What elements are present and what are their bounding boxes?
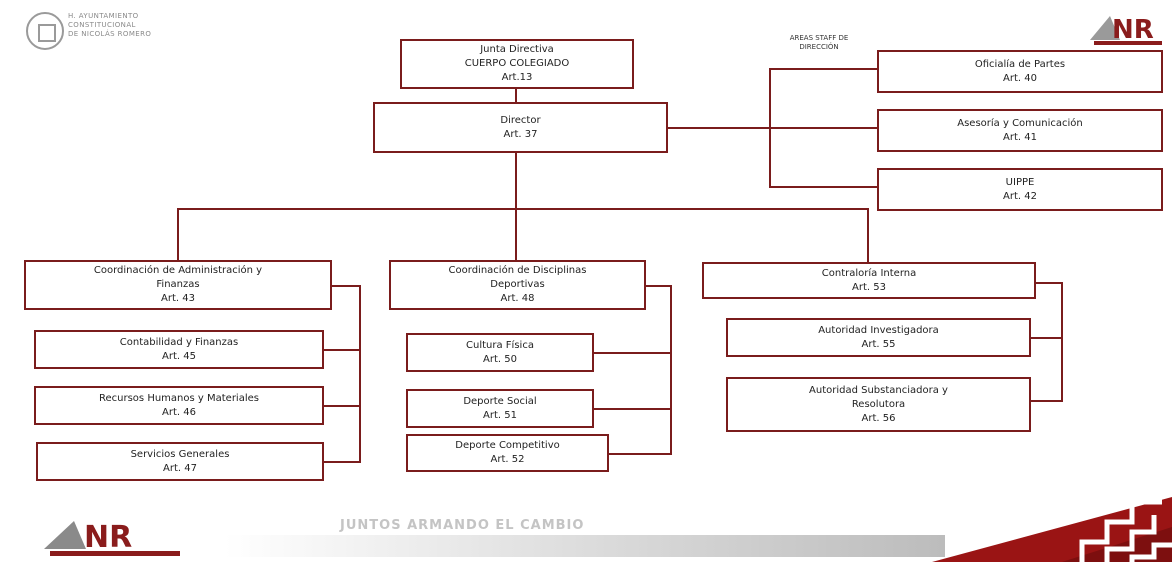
connector-asesoria <box>769 127 877 129</box>
municipal-seal-icon <box>26 12 64 50</box>
municipal-logo: H. AYUNTAMIENTO CONSTITUCIONAL DE NICOLÁ… <box>22 8 197 50</box>
box-recursos-humanos: Recursos Humanos y Materiales Art. 46 <box>34 386 324 425</box>
bracket-deportes-vertical <box>670 285 672 455</box>
svg-text:NR: NR <box>84 520 132 555</box>
box-cultura-fisica: Cultura Física Art. 50 <box>406 333 594 372</box>
box-oficialia-partes: Oficialía de Partes Art. 40 <box>877 50 1163 93</box>
connector-uippe <box>769 186 877 188</box>
bracket-admin-vertical <box>359 285 361 463</box>
bracket-contraloria-vertical <box>1061 282 1063 402</box>
brand-logo-top: NR <box>1090 15 1162 45</box>
box-junta-directiva: Junta Directiva CUERPO COLEGIADO Art.13 <box>400 39 634 89</box>
connector-director-staff <box>668 127 771 129</box>
bracket-contraloria-investigadora <box>1030 337 1063 339</box>
staff-areas-label: AREAS STAFF DE DIRECCIÓN <box>789 34 849 51</box>
bracket-admin-recursos <box>323 405 361 407</box>
box-asesoria-comunicacion: Asesoría y Comunicación Art. 41 <box>877 109 1163 152</box>
connector-oficialia <box>769 68 877 70</box>
bracket-contraloria-substanciadora <box>1030 400 1063 402</box>
bracket-admin-top <box>331 285 361 287</box>
box-contraloria-interna: Contraloría Interna Art. 53 <box>702 262 1036 299</box>
connector-coord-admin <box>177 208 179 262</box>
box-director: Director Art. 37 <box>373 102 668 153</box>
box-deporte-social: Deporte Social Art. 51 <box>406 389 594 428</box>
bracket-admin-contabilidad <box>323 349 361 351</box>
connector-horizontal-bus <box>177 208 869 210</box>
box-coord-deportes: Coordinación de Disciplinas Deportivas A… <box>389 260 646 310</box>
brand-logo-bottom: NR <box>44 520 180 556</box>
box-servicios-generales: Servicios Generales Art. 47 <box>36 442 324 481</box>
municipal-name: H. AYUNTAMIENTO CONSTITUCIONAL DE NICOLÁ… <box>68 12 152 38</box>
box-uippe: UIPPE Art. 42 <box>877 168 1163 211</box>
bracket-contraloria-top <box>1035 282 1063 284</box>
bracket-deportes-competitivo <box>608 453 672 455</box>
box-autoridad-substanciadora: Autoridad Substanciadora y Resolutora Ar… <box>726 377 1031 432</box>
box-coord-administracion: Coordinación de Administración y Finanza… <box>24 260 332 310</box>
footer-slogan: JUNTOS ARMANDO EL CAMBIO <box>340 518 585 533</box>
connector-director-down <box>515 152 517 210</box>
connector-contraloria <box>867 208 869 262</box>
bracket-admin-servicios <box>323 461 361 463</box>
decorative-red-pattern <box>932 497 1172 562</box>
box-autoridad-investigadora: Autoridad Investigadora Art. 55 <box>726 318 1031 357</box>
box-contabilidad-finanzas: Contabilidad y Finanzas Art. 45 <box>34 330 324 369</box>
bracket-deportes-top <box>645 285 672 287</box>
box-deporte-competitivo: Deporte Competitivo Art. 52 <box>406 434 609 472</box>
bracket-deportes-cultura <box>593 352 672 354</box>
footer-stripe <box>225 535 945 557</box>
connector-coord-deportes <box>515 208 517 262</box>
svg-text:NR: NR <box>1112 15 1154 45</box>
connector-junta-director <box>515 88 517 102</box>
bracket-deportes-social <box>593 408 672 410</box>
